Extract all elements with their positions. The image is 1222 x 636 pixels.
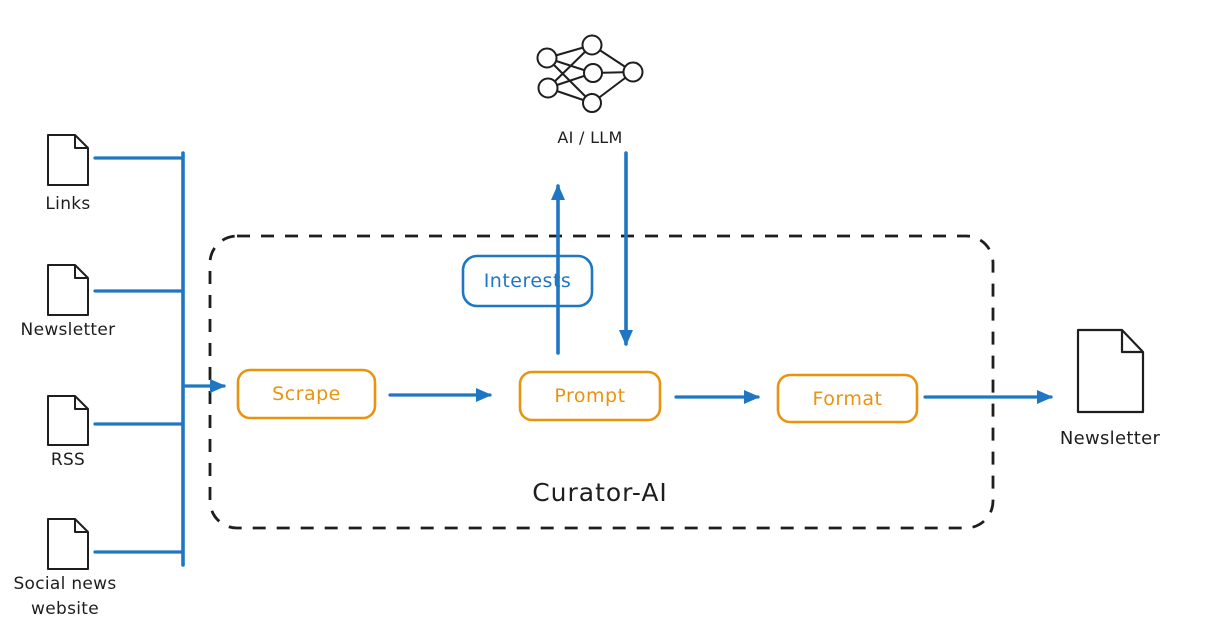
source-label-social-news-website: Social news website <box>13 574 117 619</box>
source-label-links: Links <box>45 194 91 214</box>
diagram-title: Curator-AI <box>532 478 668 507</box>
newsletter-output-document-icon <box>1076 328 1145 414</box>
interests-node-label: Interests <box>483 270 572 292</box>
neural-network-icon <box>536 34 644 113</box>
source-label-newsletter: Newsletter <box>20 320 116 340</box>
ai-llm-label: AI / LLM <box>557 128 623 147</box>
format-node-label: Format <box>812 387 883 410</box>
social-news-document-icon <box>47 518 89 570</box>
newsletter-source-document-icon <box>47 264 89 316</box>
output-label-newsletter: Newsletter <box>1059 428 1161 449</box>
scrape-node-label: Scrape <box>272 383 341 405</box>
rss-document-icon <box>47 395 89 446</box>
links-document-icon <box>47 134 89 186</box>
source-label-rss: RSS <box>50 450 86 470</box>
prompt-node-label: Prompt <box>554 385 626 407</box>
